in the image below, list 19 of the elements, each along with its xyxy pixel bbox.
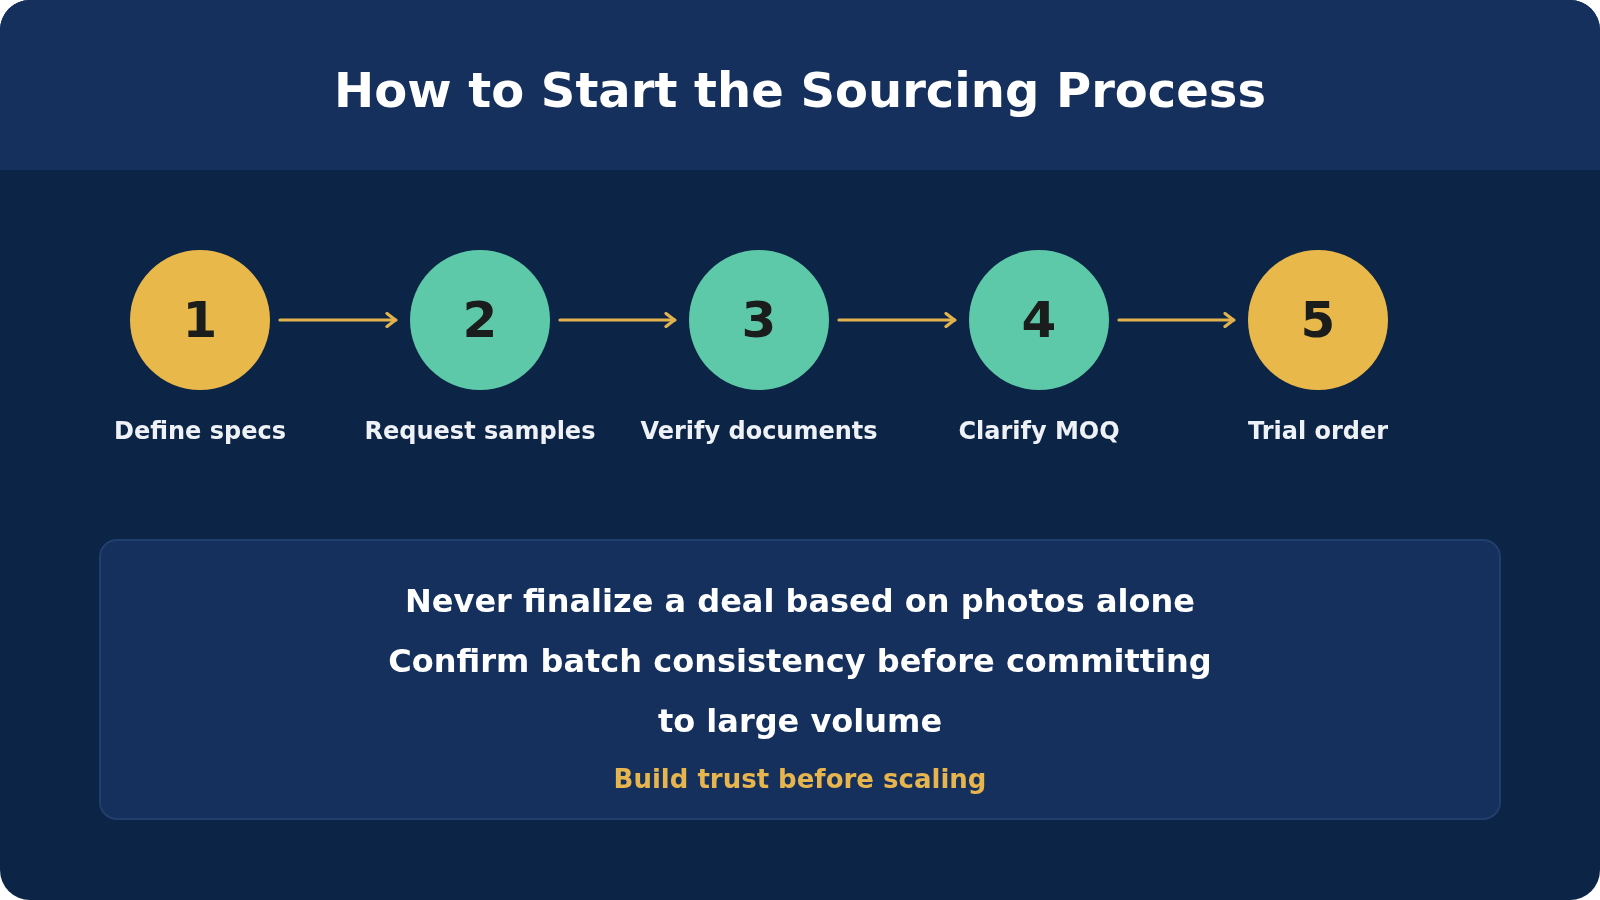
arrow [558, 311, 677, 329]
note-text: Never finalize a deal based on photos alone [405, 581, 1195, 622]
step-label: Clarify MOQ [958, 417, 1120, 446]
step-number: 2 [462, 295, 498, 345]
note-panel [99, 539, 1501, 820]
step-label: Request samples [364, 417, 596, 446]
tagline-text: Build trust before scaling [613, 764, 987, 796]
step-number: 1 [182, 295, 218, 345]
note-text: Confirm batch consistency before committing to large volume [387, 641, 1213, 742]
arrow [1117, 311, 1236, 329]
arrow [837, 311, 957, 329]
step-label: Verify documents [640, 417, 878, 446]
step-label: Define specs [114, 417, 286, 446]
step-number: 4 [1021, 295, 1057, 345]
step-label: Trial order [1247, 417, 1389, 446]
step-number: 5 [1300, 295, 1336, 345]
step-number: 3 [741, 295, 777, 345]
arrow [278, 311, 398, 329]
title: How to Start the Sourcing Process [334, 63, 1266, 119]
